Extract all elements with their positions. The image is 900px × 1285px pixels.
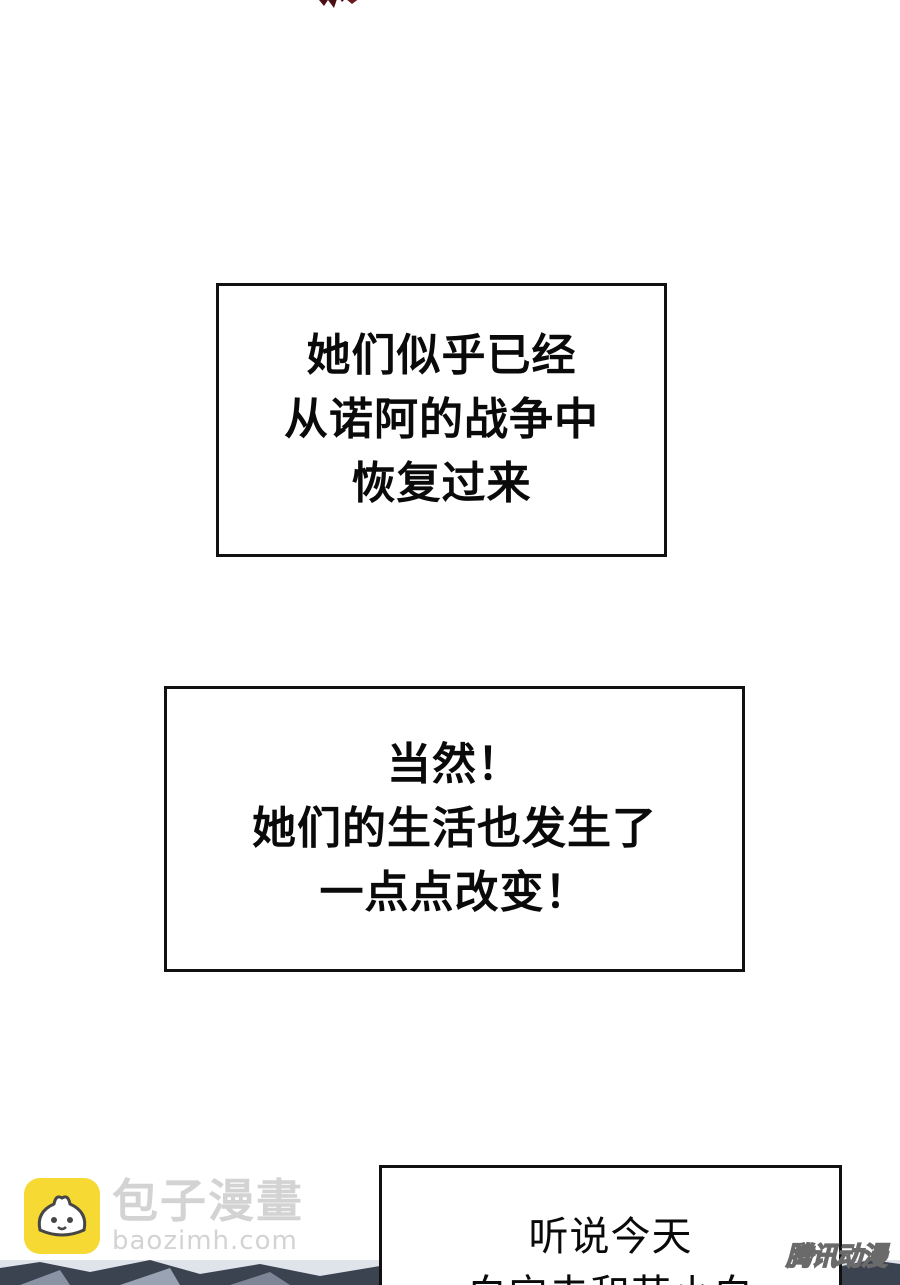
caption-2-line-1: 当然！	[387, 739, 522, 790]
caption-3-line-1: 听说今天	[528, 1214, 693, 1260]
caption-1-line-2: 从诺阿的战争中	[284, 394, 599, 445]
watermark-url: baozimh.com	[112, 1226, 298, 1256]
caption-3-line-2: 白宁夫和苏小白	[467, 1266, 754, 1285]
baozimh-watermark: 包子漫畫 baozimh.com	[24, 1178, 304, 1254]
caption-2-line-3: 一点点改变！	[319, 867, 590, 918]
caption-1-line-1: 她们似乎已经	[306, 330, 577, 381]
tencent-comic-logo: 腾讯动漫	[785, 1241, 888, 1273]
top-artwork-fragment	[319, 0, 358, 8]
caption-box-3: 听说今天 白宁夫和苏小白	[379, 1165, 842, 1285]
caption-2-line-2: 她们的生活也发生了	[252, 803, 657, 854]
caption-box-2: 当然！ 她们的生活也发生了 一点点改变！	[164, 686, 745, 972]
bun-logo-icon	[24, 1178, 100, 1254]
watermark-text: 包子漫畫 baozimh.com	[112, 1178, 304, 1254]
caption-box-1: 她们似乎已经 从诺阿的战争中 恢复过来	[216, 283, 667, 557]
caption-1-line-3: 恢复过来	[351, 458, 532, 509]
watermark-title: 包子漫畫	[112, 1174, 304, 1228]
